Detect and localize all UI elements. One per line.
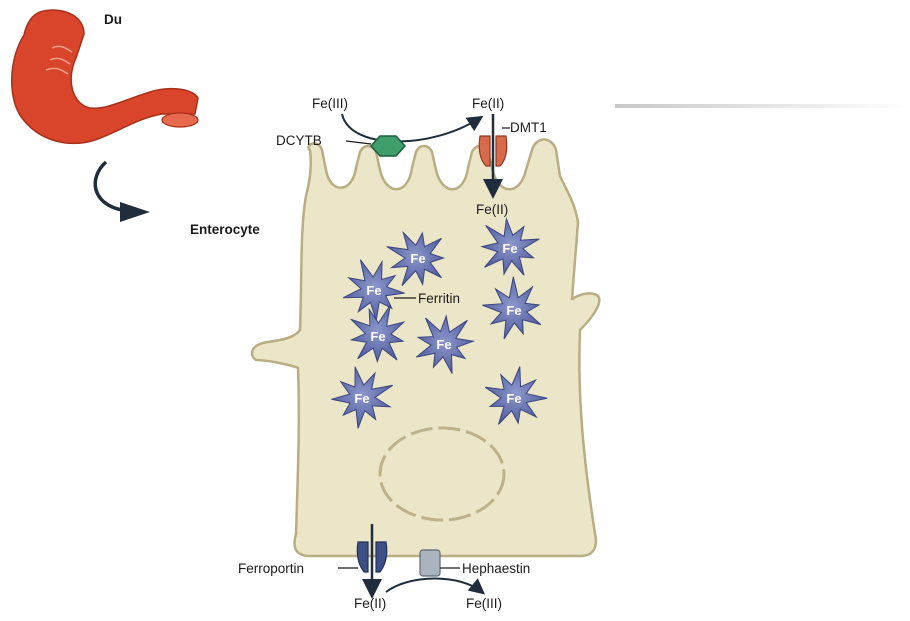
ferroportin-icon [356, 541, 388, 573]
fe2-bottom-label: Fe(II) [354, 596, 386, 611]
fe2-inside-label: Fe(II) [476, 202, 508, 217]
ferritin-molecule: Fe [415, 314, 476, 374]
ferritin-label: Ferritin [418, 291, 460, 306]
ferritin-star-icon [386, 230, 446, 287]
ferritin-star-icon [342, 259, 405, 321]
enterocyte-label: Enterocyte [190, 222, 260, 237]
duodenum-illustration [11, 9, 199, 145]
ferritin-star-icon [482, 276, 542, 340]
ferritin-star-icon [331, 366, 393, 429]
fe3-bottom-label: Fe(III) [466, 596, 502, 611]
dmt1-label: DMT1 [510, 120, 547, 135]
oxidation-arrow [385, 577, 486, 595]
ferritin-star-icon [480, 216, 540, 276]
ferritin-fe-label: Fe [506, 303, 521, 318]
dcytb-icon [369, 135, 407, 157]
ferritin-fe-label: Fe [370, 329, 385, 344]
hephaestin-label: Hephaestin [462, 561, 530, 576]
ferritin-fe-label: Fe [436, 337, 451, 352]
ferritin-molecule: Fe [342, 259, 405, 321]
decorative-rule [615, 104, 910, 108]
ferritin-molecule: Fe [349, 304, 406, 364]
ferritin-fe-label: Fe [366, 283, 381, 298]
nucleus [378, 426, 506, 522]
ferritin-fe-label: Fe [502, 241, 517, 256]
dmt1-icon [478, 135, 508, 167]
reduction-arrow [341, 113, 484, 143]
ferritin-molecule: Fe [485, 366, 548, 425]
ferritin-molecule: Fe [331, 366, 393, 429]
ferritin-star-icon [415, 314, 476, 374]
ferritin-molecule: Fe [480, 216, 540, 276]
ferroportin-label: Ferroportin [238, 561, 304, 576]
ferritin-fe-label: Fe [410, 251, 425, 266]
ferritin-molecule: Fe [386, 230, 446, 287]
ferritin-fe-label: Fe [354, 391, 369, 406]
curved-arrow-icon [93, 160, 123, 212]
dcytb-label: DCYTB [276, 133, 322, 148]
fe2-top-label: Fe(II) [472, 96, 504, 111]
duodenum-label: Du [104, 12, 122, 27]
hephaestin-icon [419, 549, 441, 577]
fe3-top-label: Fe(III) [312, 96, 348, 111]
ferritin-star-icon [485, 366, 548, 425]
ferritin-molecule: Fe [482, 276, 542, 340]
ferritin-star-icon [349, 304, 406, 364]
arrowhead-icon [120, 202, 150, 222]
ferritin-fe-label: Fe [506, 391, 521, 406]
